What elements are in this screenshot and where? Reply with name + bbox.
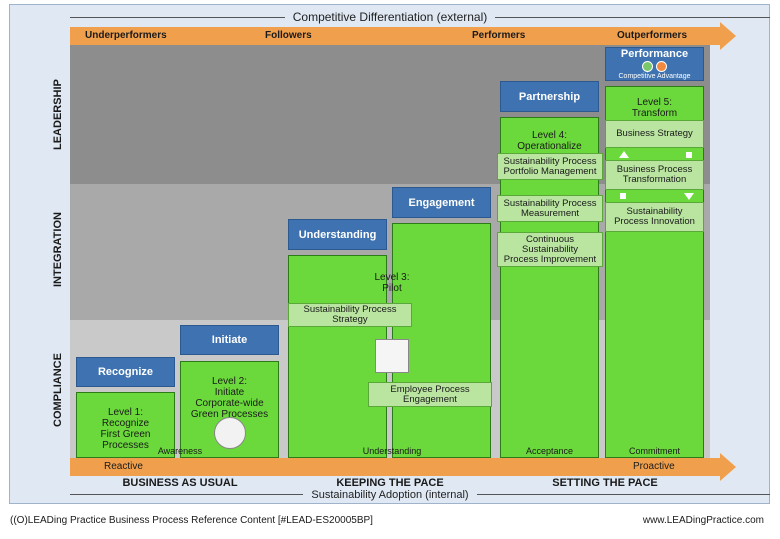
head-partnership: Partnership (500, 81, 599, 112)
head-initiate: Initiate (180, 325, 279, 355)
box-bp-transformation: Business Process Transformation (605, 160, 704, 190)
green-gear-icon (642, 61, 653, 72)
top-arrow (70, 22, 736, 50)
arrow-label-underperformers: Underperformers (85, 30, 167, 41)
arrow-label-followers: Followers (265, 30, 312, 41)
level3-text: Level 3: Pilot (374, 272, 410, 294)
column-understanding (288, 255, 387, 458)
arrow-label-outperformers: Outperformers (617, 30, 688, 41)
gear-icons (642, 61, 667, 72)
orange-gear-icon (656, 61, 667, 72)
circle-marker (214, 417, 246, 449)
arrow-label-proactive: Proactive (633, 461, 675, 472)
credit-text: ((O)LEADing Practice Business Process Re… (10, 515, 373, 526)
box-portfolio: Sustainability Process Portfolio Managem… (497, 153, 603, 180)
phase-business-as-usual: BUSINESS AS USUAL (122, 477, 238, 489)
column-performance (605, 86, 704, 458)
head-performance: Performance Competitive Advantage (605, 47, 704, 81)
top-axis-label: Competitive Differentiation (external) (0, 10, 780, 24)
head-engagement: Engagement (392, 187, 491, 218)
leadership-band (70, 44, 710, 184)
bottom-arrow (70, 453, 736, 481)
side-label-integration: INTEGRATION (52, 212, 64, 288)
box-employee-engagement: Employee Process Engagement (368, 382, 492, 407)
square-icon-2 (620, 193, 626, 199)
integration-band (70, 184, 710, 320)
bottom-axis-label: Sustainability Adoption (internal) (0, 489, 780, 501)
footer-understanding: Understanding (362, 446, 422, 456)
side-label-leadership: LEADERSHIP (52, 79, 64, 151)
arrow-label-reactive: Reactive (104, 461, 143, 472)
phase-setting-the-pace: SETTING THE PACE (552, 477, 658, 489)
head-performance-subhead: Competitive Advantage (618, 73, 691, 80)
level5-text: Level 5: Transform (631, 97, 678, 119)
website-link[interactable]: www.LEADingPractice.com (642, 515, 764, 526)
level2-text: Level 2: Initiate Corporate-wide Green P… (190, 376, 269, 420)
box-sp-innovation: Sustainability Process Innovation (605, 202, 704, 232)
down-triangle-icon (684, 193, 694, 200)
phase-keeping-the-pace: KEEPING THE PACE (336, 477, 444, 489)
head-recognize: Recognize (76, 357, 175, 387)
side-label-compliance: COMPLIANCE (52, 353, 64, 427)
head-performance-label: Performance (620, 48, 689, 60)
footer-awareness: Awareness (157, 446, 203, 456)
square-marker (375, 339, 409, 373)
footer-commitment: Commitment (628, 446, 680, 456)
level1-text: Level 1: Recognize First Green Processes (100, 407, 151, 451)
level4-text: Level 4: Operationalize (517, 130, 582, 152)
arrow-label-performers: Performers (472, 30, 526, 41)
head-understanding: Understanding (288, 219, 387, 250)
box-improvement: Continuous Sustainability Process Improv… (497, 232, 603, 267)
box-sp-strategy: Sustainability Process Strategy (288, 303, 412, 327)
up-triangle-icon (619, 151, 629, 158)
box-business-strategy: Business Strategy (605, 120, 704, 148)
column-recognize (76, 392, 175, 458)
footer-acceptance: Acceptance (525, 446, 574, 456)
box-measurement: Sustainability Process Measurement (497, 195, 603, 222)
square-icon (686, 152, 692, 158)
